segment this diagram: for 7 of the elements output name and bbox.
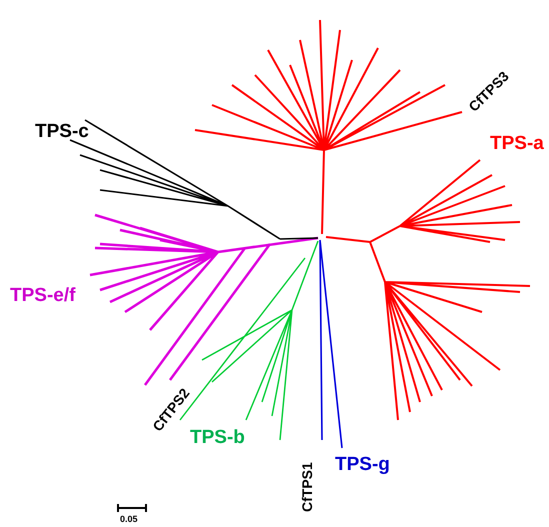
clade-label: TPS-g [335,455,390,474]
clade-label: TPS-e/f [10,286,76,305]
clade-label: CfTPS1 [300,462,314,512]
scale-value: 0.05 [120,515,138,524]
clade-label: TPS-a [490,134,544,153]
clade-label: TPS-b [190,428,245,447]
clade-label: TPS-c [35,122,89,141]
